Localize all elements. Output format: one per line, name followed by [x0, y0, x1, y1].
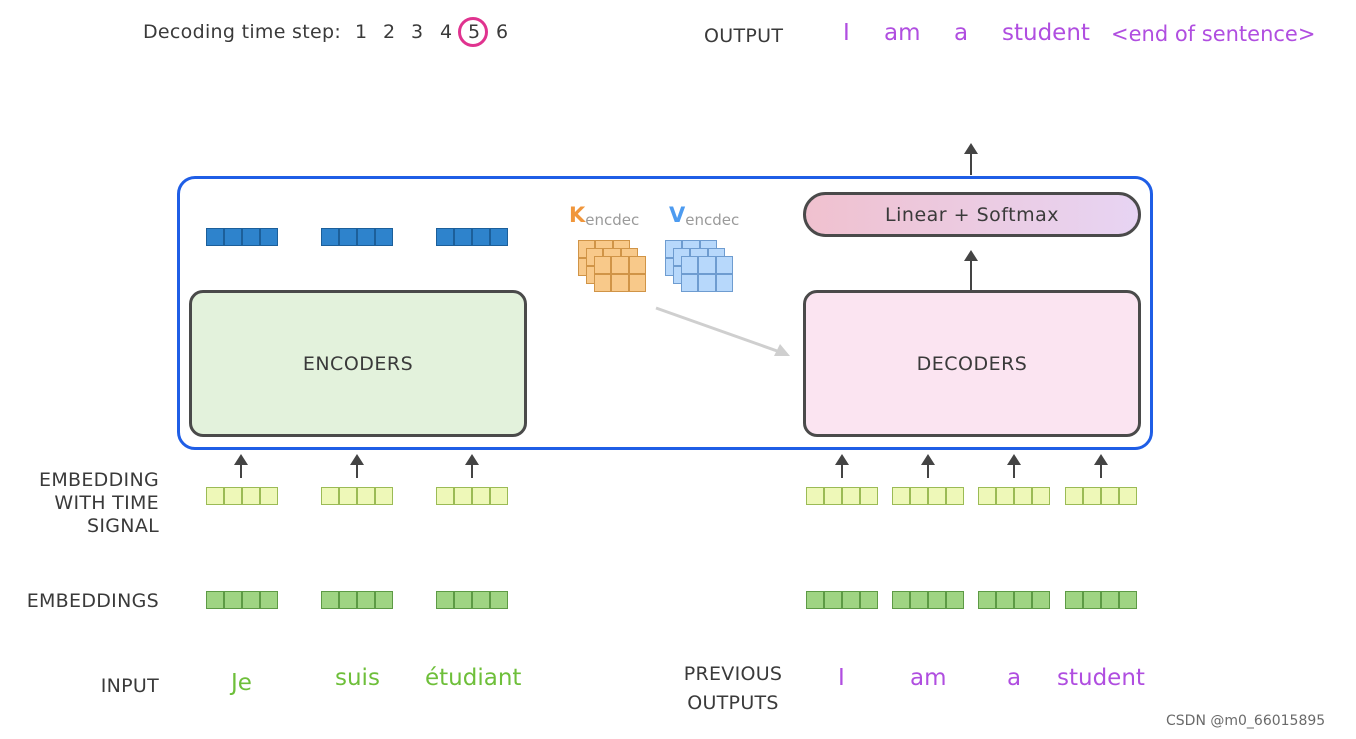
time-signal-vector-dec-2	[892, 487, 964, 505]
k-encdec-label: Kencdec	[569, 203, 640, 229]
input-word-2: suis	[335, 665, 380, 691]
time-signal-vector-dec-1	[806, 487, 878, 505]
previous-output-word-3: a	[1007, 665, 1022, 691]
v-encdec-label: Vencdec	[669, 203, 740, 229]
encoder-output-vector-3	[436, 228, 508, 246]
step-2: 2	[383, 21, 396, 43]
previous-outputs-line-2: OUTPUTS	[687, 692, 779, 714]
embedding-time-line-1: EMBEDDING	[39, 469, 159, 491]
encoder-input-arrow-1	[234, 454, 248, 478]
output-word-3: a	[954, 20, 969, 46]
decoder-to-linear-arrow	[964, 250, 978, 290]
output-word-2: am	[884, 20, 921, 46]
k-subscript: encdec	[585, 211, 640, 229]
embedding-vector-dec-1	[806, 591, 878, 609]
watermark: CSDN @m0_66015895	[1166, 713, 1326, 729]
v-encdec-matrices	[665, 240, 735, 292]
model-frame	[177, 176, 1153, 450]
output-word-5: <end of sentence>	[1111, 22, 1316, 46]
encoders-label: ENCODERS	[302, 352, 414, 375]
linear-softmax-box: Linear + Softmax	[803, 192, 1141, 237]
previous-output-word-2: am	[910, 665, 947, 691]
time-signal-vector-enc-2	[321, 487, 393, 505]
encoder-output-vector-1	[206, 228, 278, 246]
encoder-output-vector-2	[321, 228, 393, 246]
decoding-step-label: Decoding time step:	[143, 21, 342, 43]
time-signal-vector-dec-3	[978, 487, 1050, 505]
decoder-input-arrow-2	[921, 454, 935, 478]
output-word-4: student	[1002, 20, 1090, 46]
output-word-1: I	[843, 20, 850, 46]
decoder-input-arrow-3	[1007, 454, 1021, 478]
embedding-vector-enc-2	[321, 591, 393, 609]
step-4: 4	[440, 21, 453, 43]
input-label: INPUT	[100, 675, 159, 697]
encoders-box: ENCODERS	[189, 290, 527, 437]
embedding-vector-dec-4	[1065, 591, 1137, 609]
embedding-vector-dec-3	[978, 591, 1050, 609]
time-signal-vector-dec-4	[1065, 487, 1137, 505]
embeddings-label: EMBEDDINGS	[26, 590, 159, 612]
previous-outputs-line-1: PREVIOUS	[683, 663, 783, 685]
output-label: OUTPUT	[704, 25, 784, 47]
decoders-box: DECODERS	[803, 290, 1141, 437]
step-1: 1	[355, 21, 368, 43]
previous-output-word-4: student	[1057, 665, 1145, 691]
step-6: 6	[496, 21, 509, 43]
v-letter: V	[669, 203, 686, 227]
k-encdec-matrices	[578, 240, 648, 292]
encoder-input-arrow-3	[465, 454, 479, 478]
k-letter: K	[569, 203, 586, 227]
decoder-input-arrow-4	[1094, 454, 1108, 478]
input-word-3: étudiant	[425, 665, 522, 691]
embedding-vector-enc-3	[436, 591, 508, 609]
step-3: 3	[411, 21, 424, 43]
output-arrow	[964, 143, 978, 175]
step-5: 5	[468, 21, 481, 43]
time-signal-vector-enc-3	[436, 487, 508, 505]
embedding-vector-dec-2	[892, 591, 964, 609]
decoders-label: DECODERS	[916, 352, 1028, 375]
decoder-input-arrow-1	[835, 454, 849, 478]
embedding-time-line-3: SIGNAL	[87, 515, 159, 537]
linear-softmax-label: Linear + Softmax	[885, 203, 1059, 226]
time-signal-vector-enc-1	[206, 487, 278, 505]
previous-output-word-1: I	[838, 665, 845, 691]
kv-to-decoder-arrow	[655, 306, 790, 356]
input-word-1: Je	[231, 670, 252, 696]
embedding-vector-enc-1	[206, 591, 278, 609]
active-step-circle	[458, 17, 488, 47]
embedding-time-line-2: WITH TIME	[54, 492, 159, 514]
encoder-input-arrow-2	[350, 454, 364, 478]
embedding-time-signal-label: EMBEDDING WITH TIME SIGNAL	[0, 469, 159, 538]
previous-outputs-label: PREVIOUS OUTPUTS	[678, 660, 788, 718]
v-subscript: encdec	[685, 211, 740, 229]
